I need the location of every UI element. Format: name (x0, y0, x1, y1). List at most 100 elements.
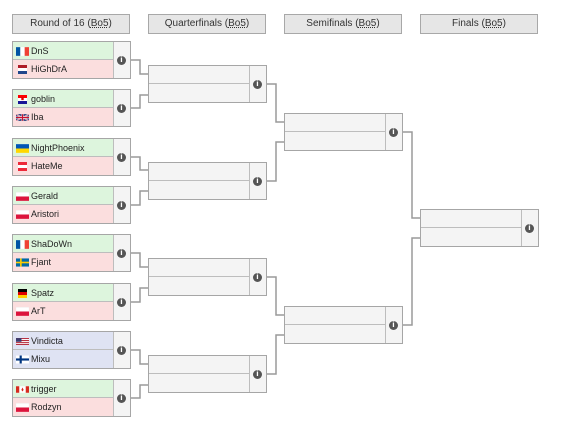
flag-usa-icon (16, 338, 29, 345)
player-slot[interactable]: Gerald (13, 187, 113, 205)
player-slot[interactable]: Rodzyn (13, 398, 113, 416)
player-name: Mixu (31, 354, 51, 364)
player-name: ArT (31, 306, 46, 316)
player-name: Aristori (31, 209, 60, 219)
player-slot-empty[interactable] (149, 356, 249, 374)
score-column (249, 259, 267, 295)
bo5-abbr: Bo5 (358, 18, 377, 29)
info-icon[interactable]: i (389, 321, 398, 330)
info-icon[interactable]: i (253, 80, 262, 89)
player-name: Vindicta (31, 336, 63, 346)
score-column (385, 307, 403, 343)
match-r16-4[interactable]: Gerald Aristori i (12, 186, 131, 224)
match-qf-3[interactable]: i (148, 258, 267, 296)
info-icon[interactable]: i (117, 56, 126, 65)
match-final[interactable]: i (420, 209, 539, 247)
player-name: HiGhDrA (31, 64, 68, 74)
info-icon[interactable]: i (253, 273, 262, 282)
score-column (113, 90, 131, 126)
player-slot-empty[interactable] (149, 84, 249, 102)
flag-poland-icon (16, 192, 29, 201)
info-icon[interactable]: i (117, 104, 126, 113)
bo5-abbr: Bo5 (484, 18, 503, 29)
player-slot-empty[interactable] (149, 259, 249, 277)
match-r16-1[interactable]: DnS HiGhDrA i (12, 41, 131, 79)
player-name: HateMe (31, 161, 63, 171)
player-slot-empty[interactable] (421, 210, 521, 228)
score-column (113, 187, 131, 223)
match-sf-2[interactable]: i (284, 306, 403, 344)
match-sf-1[interactable]: i (284, 113, 403, 151)
match-r16-8[interactable]: trigger Rodzyn i (12, 379, 131, 417)
info-icon[interactable]: i (117, 346, 126, 355)
flag-austria-icon (18, 162, 27, 171)
match-qf-4[interactable]: i (148, 355, 267, 393)
score-column (113, 235, 131, 271)
player-slot[interactable]: Spatz (13, 284, 113, 302)
player-slot[interactable]: Mixu (13, 350, 113, 368)
flag-france-icon (16, 240, 29, 249)
player-slot-empty[interactable] (285, 325, 385, 343)
player-slot[interactable]: HateMe (13, 157, 113, 175)
player-slot-empty[interactable] (149, 277, 249, 295)
flag-germany-icon (18, 289, 27, 298)
score-column (113, 380, 131, 416)
info-icon[interactable]: i (389, 128, 398, 137)
player-name: Gerald (31, 191, 59, 201)
info-icon[interactable]: i (117, 153, 126, 162)
match-r16-7[interactable]: Vindicta Mixu i (12, 331, 131, 369)
info-icon[interactable]: i (253, 370, 262, 379)
player-slot-empty[interactable] (285, 132, 385, 150)
score-column (113, 42, 131, 78)
score-column (249, 356, 267, 392)
info-icon[interactable]: i (117, 249, 126, 258)
header-finals: Finals (Bo5) (420, 14, 538, 34)
player-slot-empty[interactable] (149, 374, 249, 392)
player-slot-empty[interactable] (421, 228, 521, 246)
player-slot-empty[interactable] (149, 181, 249, 199)
info-icon[interactable]: i (117, 394, 126, 403)
score-column (249, 66, 267, 102)
player-name: trigger (31, 384, 57, 394)
player-slot[interactable]: ShaDoWn (13, 235, 113, 253)
flag-poland-icon (16, 403, 29, 412)
player-name: Fjant (31, 257, 52, 267)
score-column (113, 332, 131, 368)
player-slot[interactable]: trigger (13, 380, 113, 398)
info-icon[interactable]: i (253, 177, 262, 186)
player-slot[interactable]: Vindicta (13, 332, 113, 350)
info-icon[interactable]: i (117, 298, 126, 307)
match-r16-2[interactable]: goblin Iba i (12, 89, 131, 127)
player-name: Iba (31, 112, 44, 122)
score-column (385, 114, 403, 150)
player-slot[interactable]: DnS (13, 42, 113, 60)
player-slot[interactable]: HiGhDrA (13, 60, 113, 78)
player-slot[interactable]: goblin (13, 90, 113, 108)
player-slot[interactable]: NightPhoenix (13, 139, 113, 157)
player-slot[interactable]: Iba (13, 108, 113, 126)
match-r16-5[interactable]: ShaDoWn Fjant i (12, 234, 131, 272)
player-slot[interactable]: Aristori (13, 205, 113, 223)
info-icon[interactable]: i (525, 224, 534, 233)
info-icon[interactable]: i (117, 201, 126, 210)
score-column (113, 284, 131, 320)
player-slot-empty[interactable] (149, 163, 249, 181)
player-slot-empty[interactable] (149, 66, 249, 84)
player-slot[interactable]: ArT (13, 302, 113, 320)
player-slot-empty[interactable] (285, 307, 385, 325)
player-slot-empty[interactable] (285, 114, 385, 132)
player-name: Spatz (31, 288, 55, 298)
player-name: ShaDoWn (31, 239, 73, 249)
flag-finland-icon (16, 355, 29, 364)
match-qf-1[interactable]: i (148, 65, 267, 103)
match-r16-3[interactable]: NightPhoenix HateMe i (12, 138, 131, 176)
score-column (521, 210, 539, 246)
header-semifinals: Semifinals (Bo5) (284, 14, 402, 34)
flag-uk-icon (16, 113, 29, 122)
match-r16-6[interactable]: Spatz ArT i (12, 283, 131, 321)
match-qf-2[interactable]: i (148, 162, 267, 200)
flag-france-icon (16, 47, 29, 56)
player-slot[interactable]: Fjant (13, 253, 113, 271)
score-column (113, 139, 131, 175)
